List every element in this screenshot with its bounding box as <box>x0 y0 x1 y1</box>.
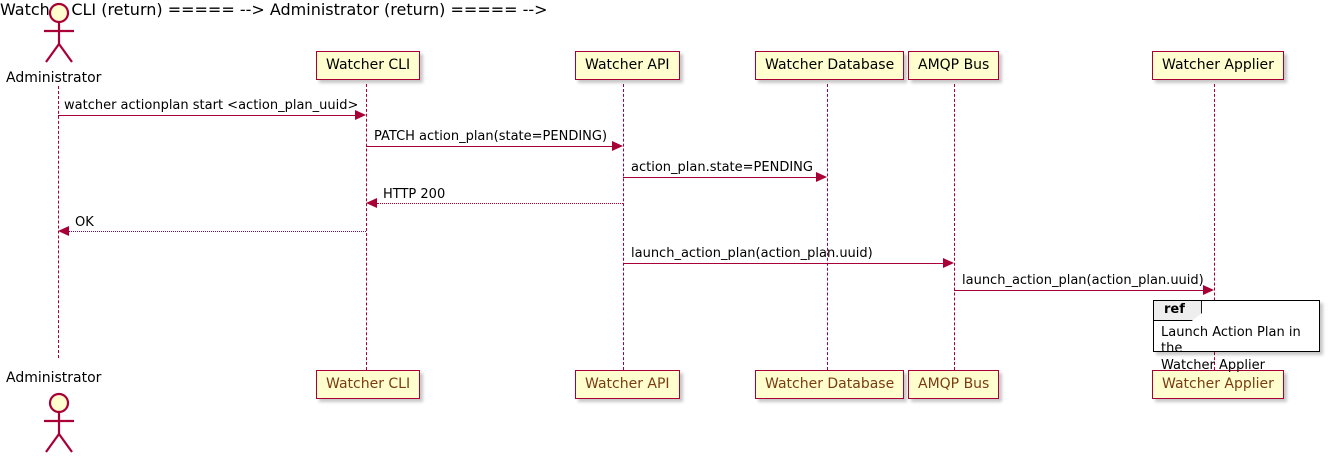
message-label-msg-2: PATCH action_plan(state=PENDING) <box>374 129 608 144</box>
message-arrowhead-msg-4 <box>366 198 377 208</box>
participant-label-watcher-database-bottom: Watcher Database <box>765 376 895 392</box>
participant-label-amqp-bus-bottom: AMQP Bus <box>918 376 990 392</box>
participant-box-watcher-api-bottom[interactable]: Watcher API <box>575 370 680 399</box>
message-line-msg-7 <box>954 290 1203 291</box>
lifeline-amqp-bus <box>954 84 955 370</box>
participant-box-amqp-bus-bottom[interactable]: AMQP Bus <box>908 370 1000 399</box>
actor-administrator-top[interactable] <box>38 2 80 64</box>
participant-box-watcher-cli-top[interactable]: Watcher CLI <box>316 51 421 80</box>
message-arrowhead-msg-6 <box>943 258 954 268</box>
lifeline-watcher-cli <box>366 84 367 370</box>
message-arrowhead-msg-2 <box>612 141 623 151</box>
participant-label-watcher-applier-top: Watcher Applier <box>1162 57 1274 73</box>
actor-stick-figure-icon <box>44 2 74 63</box>
message-arrowhead-msg-7 <box>1203 285 1214 295</box>
message-label-msg-3: action_plan.state=PENDING <box>631 160 813 175</box>
participant-box-watcher-api-top[interactable]: Watcher API <box>575 51 680 80</box>
participant-box-watcher-cli-bottom[interactable]: Watcher CLI <box>316 370 421 399</box>
ref-fragment-tab: ref <box>1154 301 1202 322</box>
participant-box-watcher-database-top[interactable]: Watcher Database <box>755 51 905 80</box>
message-label-msg-6: launch_action_plan(action_plan.uuid) <box>631 246 873 261</box>
message-line-msg-2 <box>366 146 612 147</box>
participant-label-watcher-cli-top: Watcher CLI <box>326 57 411 73</box>
lifeline-watcher-api <box>623 84 624 370</box>
lifeline-administrator <box>58 86 59 358</box>
participant-label-amqp-bus-top: AMQP Bus <box>918 57 990 73</box>
ref-fragment-text: Launch Action Plan in the Watcher Applie… <box>1161 325 1301 373</box>
message-arrowhead-msg-1 <box>355 110 366 120</box>
message-arrowhead-msg-3 <box>816 172 827 182</box>
participant-label-watcher-api-top: Watcher API <box>585 57 670 73</box>
message-label-msg-5: OK <box>75 215 94 230</box>
message-label-msg-7: launch_action_plan(action_plan.uuid) <box>962 273 1204 288</box>
actor-label-administrator-bottom: Administrator <box>6 370 102 386</box>
message-line-msg-4 <box>377 203 623 204</box>
participant-box-watcher-database-bottom[interactable]: Watcher Database <box>755 370 905 399</box>
participant-box-watcher-applier-top[interactable]: Watcher Applier <box>1152 51 1284 80</box>
participant-label-watcher-cli-bottom: Watcher CLI <box>326 376 411 392</box>
participant-label-watcher-applier-bottom: Watcher Applier <box>1162 376 1274 392</box>
actor-administrator-bottom[interactable] <box>38 392 80 454</box>
lifeline-watcher-applier <box>1214 84 1215 370</box>
lifeline-watcher-database <box>827 84 828 370</box>
message-arrowhead-msg-5 <box>58 226 69 236</box>
participant-label-watcher-api-bottom: Watcher API <box>585 376 670 392</box>
message-line-msg-6 <box>623 263 943 264</box>
actor-stick-figure-icon <box>44 392 74 453</box>
actor-label-administrator-top: Administrator <box>6 70 102 86</box>
message-label-msg-4: HTTP 200 <box>383 187 446 202</box>
message-label-msg-1: watcher actionplan start <action_plan_uu… <box>64 98 359 113</box>
message-line-msg-1 <box>58 115 355 116</box>
message-line-msg-5 <box>69 231 366 232</box>
participant-box-watcher-applier-bottom[interactable]: Watcher Applier <box>1152 370 1284 399</box>
participant-box-amqp-bus-top[interactable]: AMQP Bus <box>908 51 1000 80</box>
participant-label-watcher-database-top: Watcher Database <box>765 57 895 73</box>
message-line-msg-3 <box>623 177 816 178</box>
ref-fragment-box[interactable]: ref Launch Action Plan in the Watcher Ap… <box>1153 300 1320 373</box>
